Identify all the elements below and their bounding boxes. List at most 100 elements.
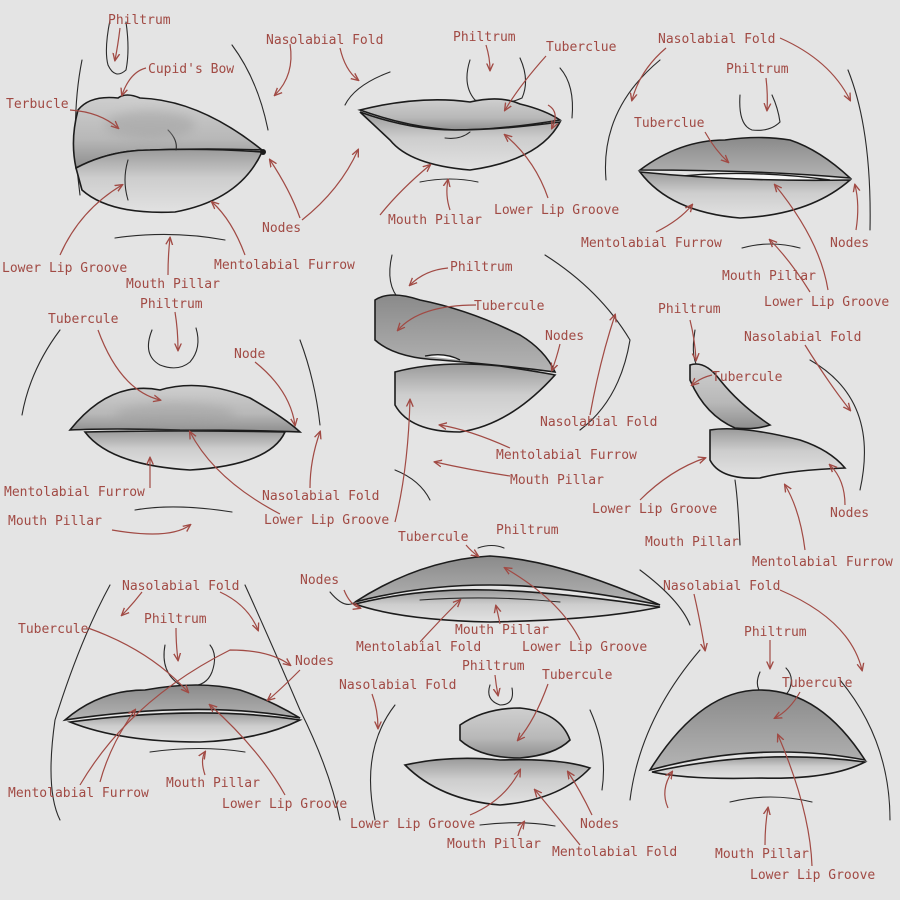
arrow xyxy=(371,693,378,728)
label-philtrum: Philtrum xyxy=(108,13,171,28)
arrow xyxy=(87,627,188,692)
figure-wide-smile-view xyxy=(329,544,691,626)
arrow xyxy=(664,772,672,809)
arrow xyxy=(410,267,449,285)
figure-low-view xyxy=(629,649,891,821)
label-tubercule: Tubercule xyxy=(18,622,89,637)
figure-teeth-view xyxy=(604,59,871,249)
arrow xyxy=(775,185,829,291)
label-nasolabial-fold: Nasolabial Fold xyxy=(339,678,456,693)
label-mouth-pillar: Mouth Pillar xyxy=(388,213,482,228)
label-tubercule: Tubercule xyxy=(782,676,853,691)
label-mentolabial-furrow: Mentolabial Furrow xyxy=(8,786,149,801)
label-mentolabial-furrow: Mentolabial Furrow xyxy=(4,485,145,500)
label-nasolabial-fold: Nasolabial Fold xyxy=(663,579,780,594)
label-mouth-pillar: Mouth Pillar xyxy=(447,837,541,852)
label-lower-lip-groove: Lower Lip Groove xyxy=(264,513,389,528)
label-lower-lip-groove: Lower Lip Groove xyxy=(494,203,619,218)
label-nodes: Nodes xyxy=(545,329,584,344)
label-tubercule: Tubercule xyxy=(712,370,783,385)
label-nasolabial-fold: Nasolabial Fold xyxy=(262,489,379,504)
arrow xyxy=(301,150,358,221)
label-mentolabial-furrow: Mentolabial Furrow xyxy=(581,236,722,251)
arrow xyxy=(693,593,705,650)
arrow xyxy=(779,589,862,670)
arrow xyxy=(770,240,811,293)
arrow xyxy=(447,180,450,211)
label-philtrum: Philtrum xyxy=(496,523,559,538)
label-nodes: Nodes xyxy=(300,573,339,588)
arrow xyxy=(689,319,696,360)
label-tubercule: Tuberclue xyxy=(634,116,705,131)
label-nasolabial-fold: Nasolabial Fold xyxy=(122,579,239,594)
arrow xyxy=(518,683,549,740)
arrow xyxy=(79,649,290,786)
label-nodes: Nodes xyxy=(295,654,334,669)
label-mouth-pillar: Mouth Pillar xyxy=(166,776,260,791)
label-tubercule: Tuberclue xyxy=(546,40,617,55)
figure-profile-view xyxy=(689,329,865,546)
label-mouth-pillar: Mouth Pillar xyxy=(126,277,220,292)
label-mouth-pillar: Mouth Pillar xyxy=(455,623,549,638)
label-tubercule: Terbucle xyxy=(6,97,69,112)
label-lower-lip-groove: Lower Lip Groove xyxy=(350,817,475,832)
arrow xyxy=(275,43,292,95)
arrow xyxy=(589,315,615,416)
arrow xyxy=(59,185,122,256)
label-lower-lip-groove: Lower Lip Groove xyxy=(592,502,717,517)
arrow xyxy=(505,55,547,110)
arrow xyxy=(518,822,524,837)
label-lower-lip-groove: Lower Lip Groove xyxy=(764,295,889,310)
arrow xyxy=(203,752,206,776)
arrow xyxy=(210,705,286,796)
arrow xyxy=(435,462,511,477)
label-nodes: Nodes xyxy=(830,506,869,521)
label-mouth-pillar: Mouth Pillar xyxy=(722,269,816,284)
arrow xyxy=(122,591,143,615)
arrow xyxy=(212,202,246,256)
arrow xyxy=(97,329,160,400)
label-philtrum: Philtrum xyxy=(726,62,789,77)
label-nasolabial-fold: Nasolabial Fold xyxy=(658,32,775,47)
arrow xyxy=(830,465,846,506)
arrow xyxy=(485,44,490,70)
label-mentolabial-fold: Mentolabial Fold xyxy=(552,845,677,860)
label-lower-lip-groove: Lower Lip Groove xyxy=(2,261,127,276)
arrow xyxy=(254,361,295,425)
arrow xyxy=(692,374,713,385)
arrow xyxy=(398,304,477,330)
label-mouth-pillar: Mouth Pillar xyxy=(715,847,809,862)
label-nodes: Nodes xyxy=(830,236,869,251)
label-mouth-pillar: Mouth Pillar xyxy=(645,535,739,550)
arrow xyxy=(775,691,801,718)
label-philtrum: Philtrum xyxy=(450,260,513,275)
label-philtrum: Philtrum xyxy=(140,297,203,312)
arrow xyxy=(765,808,768,846)
arrow xyxy=(505,135,549,199)
arrow xyxy=(115,27,121,60)
label-tubercule: Tubercule xyxy=(48,312,119,327)
arrow xyxy=(469,770,520,816)
arrow xyxy=(168,238,170,276)
arrow xyxy=(270,160,301,219)
figure-pout-view xyxy=(370,684,604,827)
label-nasolabial-fold: Nasolabial Fold xyxy=(266,33,383,48)
arrow xyxy=(111,525,190,535)
label-nasolabial-fold: Nasolabial Fold xyxy=(540,415,657,430)
label-philtrum: Philtrum xyxy=(144,612,207,627)
label-lower-lip-groove: Lower Lip Groove xyxy=(222,797,347,812)
label-mouth-pillar: Mouth Pillar xyxy=(8,514,102,529)
figure-front-view-1 xyxy=(72,19,269,241)
figure-smile-view xyxy=(344,57,574,183)
arrow xyxy=(394,400,410,523)
arrow xyxy=(568,772,593,816)
label-lower-lip-groove: Lower Lip Groove xyxy=(750,868,875,883)
arrow xyxy=(175,311,178,350)
arrow xyxy=(639,458,705,501)
label-nodes: Nodes xyxy=(580,817,619,832)
arrow xyxy=(309,432,320,489)
label-nasolabial-fold: Nasolabial Fold xyxy=(744,330,861,345)
arrow xyxy=(122,67,147,95)
label-tubercule: Tubercule xyxy=(474,299,545,314)
label-philtrum: Philtrum xyxy=(658,302,721,317)
